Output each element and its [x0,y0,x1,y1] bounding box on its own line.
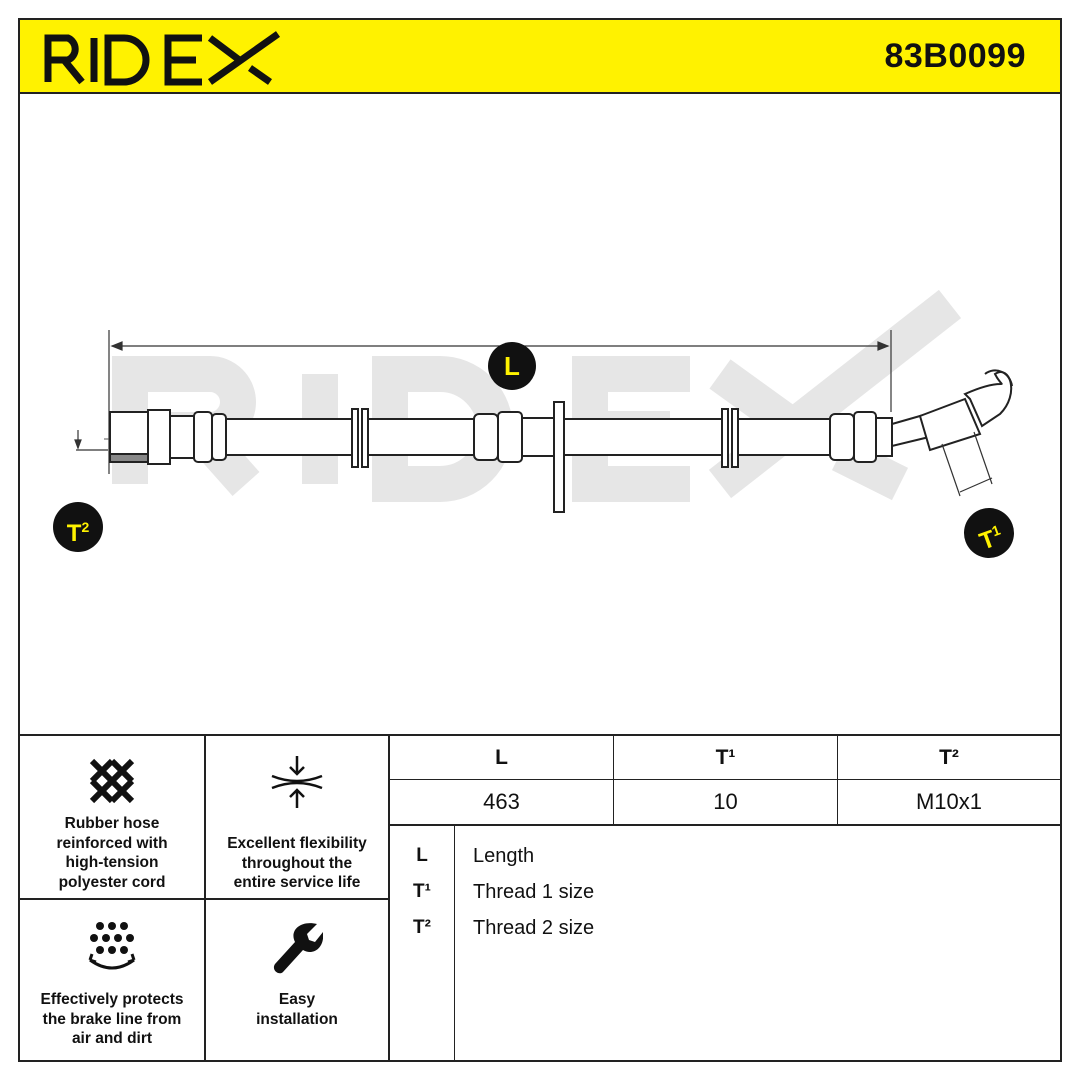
spec-header-thread1: T¹ [614,736,838,780]
spec-header-thread2: T² [838,736,1060,780]
flexibility-icon [271,756,323,808]
feature-text: Easy installation [256,991,338,1028]
feature-text: Excellent flexibility throughout the ent… [227,835,367,891]
legend-row: T² Thread 2 size [390,910,1060,946]
spec-value-thread2: M10x1 [838,780,1060,826]
thread2-marker: T2 [53,502,103,552]
feature-dirt-protection: Effectively protects the brake line from… [20,900,206,1062]
ridex-logo [44,31,281,86]
feature-flexibility: Excellent flexibility throughout the ent… [206,736,390,900]
wrench-icon [274,923,323,974]
specification-panel: L T¹ T² 463 10 M10x1 L Length T¹ Thread … [390,736,1060,1062]
legend-description: Length [473,845,535,867]
info-panel: Rubber hose reinforced with high-tension… [20,734,1060,1062]
header-bar: 83B0099 [20,20,1060,94]
feature-text: Rubber hose reinforced with high-tension… [56,815,168,891]
legend-description: Thread 1 size [473,881,595,903]
technical-drawing: L T2 T1 [20,94,1060,734]
feature-reinforced-hose: Rubber hose reinforced with high-tension… [20,736,206,900]
feature-easy-installation: Easy installation [206,900,390,1062]
feature-text: Effectively protects the brake line from… [40,991,184,1047]
spec-value-thread1: 10 [614,780,838,826]
spec-table: L T¹ T² 463 10 M10x1 [390,736,1060,826]
legend-symbol: T¹ [413,881,431,902]
spec-header-length: L [390,736,614,780]
length-marker: L [488,342,536,390]
brake-hose [109,369,1013,513]
legend-symbol: L [416,845,428,866]
product-sheet: 83B0099 [18,18,1062,1062]
spec-value-length: 463 [390,780,614,826]
brake-hose-diagram [74,289,1013,513]
legend-symbol: T² [413,917,431,938]
thread2-dimension [74,430,108,451]
legend-row: T¹ Thread 1 size [390,874,1060,910]
braided-cord-icon [89,758,135,804]
legend-divider [454,826,455,1062]
thread1-dimension [941,431,993,497]
dirt-protection-icon [88,922,136,970]
legend-row: L Length [390,838,1060,874]
legend: L Length T¹ Thread 1 size T² Thread 2 si… [390,826,1060,1062]
legend-description: Thread 2 size [473,917,595,939]
part-number: 83B0099 [884,37,1026,75]
